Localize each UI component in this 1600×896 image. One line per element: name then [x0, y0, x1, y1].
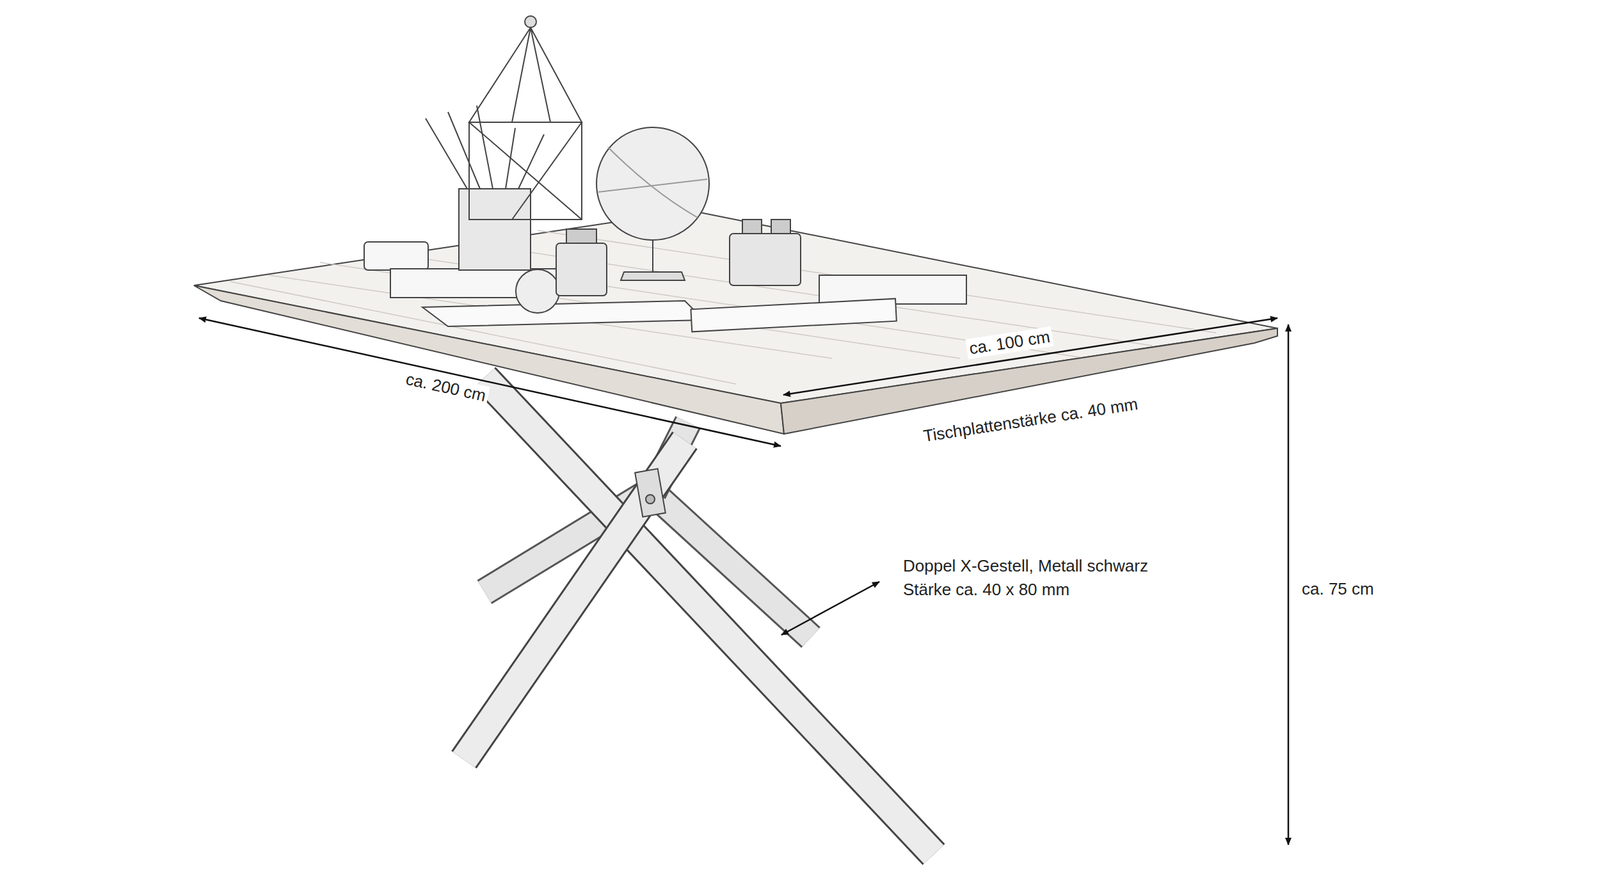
dimension-label: ca. 200 cm — [401, 368, 491, 407]
material-note: Doppel X-Gestell, Metall schwarz — [900, 556, 1151, 576]
dimension-label: ca. 75 cm — [1299, 579, 1377, 600]
material-note: Stärke ca. 40 x 80 mm — [900, 579, 1072, 600]
